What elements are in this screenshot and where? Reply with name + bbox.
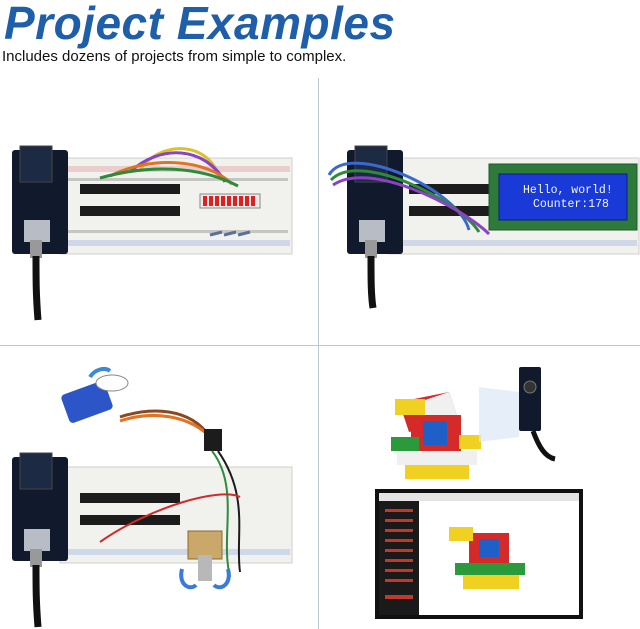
- project-camera-image: [319, 347, 640, 629]
- page-subtitle: Includes dozens of projects from simple …: [2, 48, 347, 65]
- lcd-screen: [498, 173, 628, 221]
- servo-motor: [61, 381, 113, 423]
- project-servo-image: [0, 347, 318, 629]
- project-lcd-image: Hello, world! Counter:178: [319, 80, 640, 345]
- project-led-bar-image: [0, 80, 318, 345]
- camera-board: [519, 367, 541, 431]
- potentiometer: [187, 530, 223, 560]
- lcd-line-1: Hello, world!: [523, 184, 613, 197]
- panel-divider-vertical: [318, 78, 319, 629]
- page-title: Project Examples: [4, 0, 396, 49]
- lcd-line-2: Counter:178: [533, 198, 609, 211]
- lego-house-photo: [391, 392, 481, 479]
- panel-divider-horizontal: [0, 345, 640, 346]
